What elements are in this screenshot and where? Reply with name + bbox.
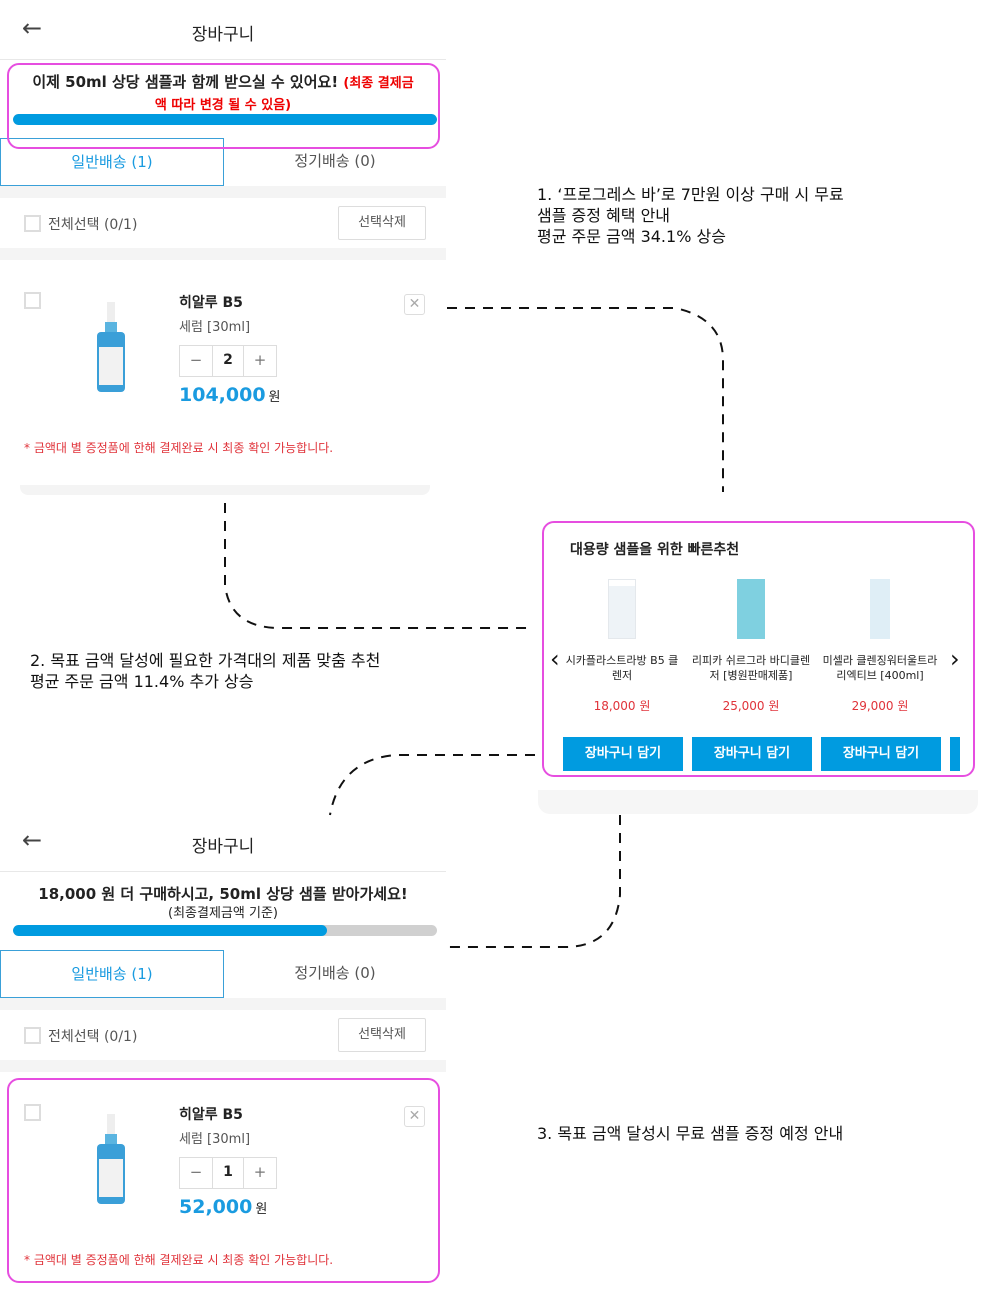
cart-header: ← 장바구니 <box>0 812 446 872</box>
product-price: 25,000 원 <box>722 699 780 713</box>
currency: 원 <box>255 1202 268 1217</box>
select-all-label: 전체선택 (0/1) <box>48 217 138 233</box>
product-price: 29,000 원 <box>851 699 909 713</box>
banner-sub: (최종결제금액 기준) <box>168 906 278 921</box>
product-image <box>97 302 125 392</box>
decrease-button[interactable]: − <box>189 1163 203 1181</box>
banner-message: 이제 50ml 상당 샘플과 함께 받으실 수 있어요! <box>32 73 339 91</box>
remove-item-icon[interactable]: ✕ <box>404 1106 425 1127</box>
annotation-line: 평균 주문 금액 34.1% 상승 <box>537 227 726 246</box>
currency: 원 <box>268 390 281 405</box>
back-arrow-icon[interactable]: ← <box>22 14 43 42</box>
add-to-cart-button-partial[interactable] <box>950 737 960 771</box>
quantity-value[interactable]: 1 <box>212 1158 244 1188</box>
annotation-line: 2. 목표 금액 달성에 필요한 가격대의 제품 맞춤 추천 <box>30 651 381 670</box>
banner-note: (최종 결제금액 따라 변경 될 수 있음) <box>154 76 414 113</box>
select-row: 전체선택 (0/1) 선택삭제 <box>0 1010 446 1060</box>
product-price: 18,000 원 <box>593 699 651 713</box>
page-title: 장바구니 <box>191 25 255 45</box>
highlight-frame <box>7 63 440 149</box>
back-arrow-icon[interactable]: ← <box>22 826 43 854</box>
product-card[interactable]: 시카플라스트라방 B5 클렌저 18,000 원 <box>562 579 682 713</box>
highlight-frame <box>7 1078 440 1283</box>
divider <box>0 248 446 260</box>
divider <box>0 186 446 198</box>
item-checkbox[interactable] <box>24 1104 41 1121</box>
cart-header: ← 장바구니 <box>0 0 446 60</box>
chevron-right-icon[interactable]: › <box>950 645 960 673</box>
tab-general-delivery[interactable]: 일반배송 (1) <box>0 950 224 998</box>
product-card[interactable]: 미셀라 클렌징워터울트라 리엑티브 [400ml] 29,000 원 <box>820 579 940 713</box>
tab-general-delivery[interactable]: 일반배송 (1) <box>0 138 224 186</box>
item-name: 히알루 B5 <box>179 295 243 311</box>
gift-note: * 금액대 별 증정품에 한해 결제완료 시 최종 확인 가능합니다. <box>24 441 334 455</box>
increase-button[interactable]: + <box>253 1163 267 1181</box>
select-all-label: 전체선택 (0/1) <box>48 1029 138 1045</box>
item-option: 세럼 [30ml] <box>179 1132 251 1147</box>
price-value: 52,000 <box>179 1196 253 1218</box>
select-row: 전체선택 (0/1) 선택삭제 <box>0 198 446 248</box>
divider <box>0 1060 446 1072</box>
divider <box>20 485 430 495</box>
progress-banner: 이제 50ml 상당 샘플과 함께 받으실 수 있어요! (최종 결제금액 따라… <box>0 72 446 152</box>
page-title: 장바구니 <box>191 837 255 857</box>
banner-message: 18,000 원 더 구매하시고, 50ml 상당 샘플 받아가세요! <box>38 885 408 903</box>
progress-banner: 18,000 원 더 구매하시고, 50ml 상당 샘플 받아가세요! (최종결… <box>0 884 446 944</box>
decrease-button[interactable]: − <box>189 351 203 369</box>
item-checkbox[interactable] <box>24 292 41 309</box>
item-name: 히알루 B5 <box>179 1107 243 1123</box>
product-image <box>870 579 890 639</box>
progress-bar <box>13 925 437 936</box>
tab-subscription-delivery[interactable]: 정기배송 (0) <box>294 964 376 982</box>
annotation-3: 3. 목표 금액 달성시 무료 샘플 증정 예정 안내 <box>537 1124 844 1143</box>
annotation-line: 1. ‘프로그레스 바’로 7만원 이상 구매 시 무료 <box>537 185 844 204</box>
product-name: 시카플라스트라방 B5 클렌저 <box>565 654 679 682</box>
annotation-line: 샘플 증정 혜택 안내 <box>537 206 671 225</box>
remove-item-icon[interactable]: ✕ <box>404 294 425 315</box>
add-to-cart-button[interactable]: 장바구니 담기 <box>563 737 683 771</box>
product-image <box>608 579 636 639</box>
shadow <box>538 790 978 814</box>
increase-button[interactable]: + <box>253 351 267 369</box>
recommendation-title: 대용량 샘플을 위한 빠른추천 <box>570 542 740 558</box>
item-option: 세럼 [30ml] <box>179 320 251 335</box>
select-all-checkbox[interactable] <box>24 1027 41 1044</box>
product-name: 미셀라 클렌징워터울트라 리엑티브 [400ml] <box>822 654 938 682</box>
delete-selected-button[interactable]: 선택삭제 <box>338 206 426 240</box>
annotation-line: 평균 주문 금액 11.4% 추가 상승 <box>30 672 254 691</box>
select-all-checkbox[interactable] <box>24 215 41 232</box>
chevron-left-icon[interactable]: ‹ <box>550 645 560 673</box>
progress-bar <box>13 114 437 125</box>
product-card[interactable]: 리피카 쉬르그라 바디클렌저 [병원판매제품] 25,000 원 <box>691 579 811 713</box>
add-to-cart-button[interactable]: 장바구니 담기 <box>821 737 941 771</box>
delivery-tabs: 일반배송 (1) 정기배송 (0) <box>0 138 446 186</box>
quantity-stepper: −1 + <box>179 1157 277 1189</box>
gift-note: * 금액대 별 증정품에 한해 결제완료 시 최종 확인 가능합니다. <box>24 1253 334 1267</box>
divider <box>0 998 446 1010</box>
product-name: 리피카 쉬르그라 바디클렌저 [병원판매제품] <box>691 654 811 682</box>
tab-subscription-delivery[interactable]: 정기배송 (0) <box>294 152 376 170</box>
quantity-stepper: −2 + <box>179 345 277 377</box>
recommendation-panel: 대용량 샘플을 위한 빠른추천 ‹ › 시카플라스트라방 B5 클렌저 18,00… <box>542 521 975 777</box>
progress-fill <box>13 114 437 125</box>
progress-fill <box>13 925 327 936</box>
quantity-value[interactable]: 2 <box>212 346 244 376</box>
add-to-cart-button[interactable]: 장바구니 담기 <box>692 737 812 771</box>
delete-selected-button[interactable]: 선택삭제 <box>338 1018 426 1052</box>
price-value: 104,000 <box>179 384 266 406</box>
product-image <box>97 1114 125 1204</box>
product-image <box>737 579 765 639</box>
delivery-tabs: 일반배송 (1) 정기배송 (0) <box>0 950 446 998</box>
